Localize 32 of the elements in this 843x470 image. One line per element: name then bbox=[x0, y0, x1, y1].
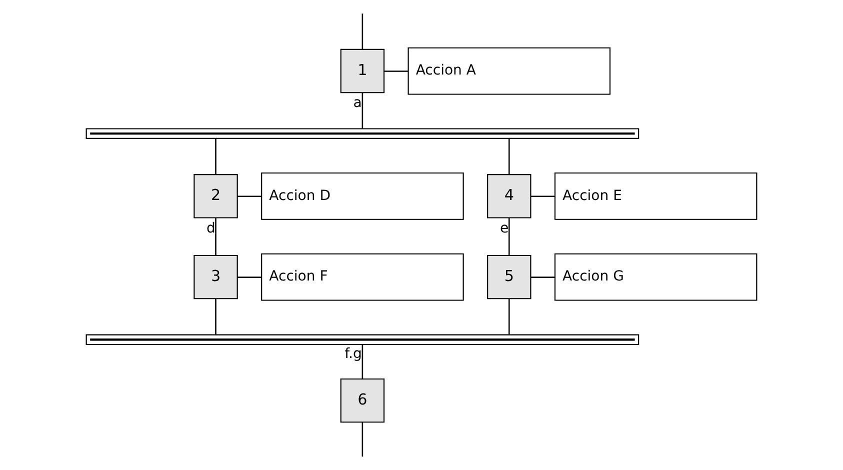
node-box: 1 bbox=[340, 48, 385, 94]
node-box: Accion A bbox=[408, 47, 611, 95]
node-bar bbox=[86, 128, 640, 139]
node-box: 3 bbox=[194, 254, 238, 300]
connector bbox=[508, 298, 510, 334]
edge-label: e bbox=[500, 220, 509, 237]
edge-label: a bbox=[353, 94, 362, 111]
node-bar bbox=[86, 334, 640, 346]
connector bbox=[362, 92, 364, 128]
connector bbox=[237, 276, 262, 278]
node-box: Accion G bbox=[554, 253, 758, 301]
connector bbox=[384, 70, 408, 72]
edge-label: d bbox=[206, 220, 216, 237]
connector bbox=[237, 196, 262, 198]
connector bbox=[362, 344, 364, 379]
connector bbox=[508, 218, 510, 256]
connector bbox=[530, 276, 555, 278]
connector bbox=[530, 196, 555, 198]
node-box: 4 bbox=[487, 174, 532, 218]
node-box: 2 bbox=[194, 174, 238, 218]
node-box: Accion E bbox=[554, 172, 758, 220]
node-box: 6 bbox=[340, 378, 385, 423]
edge-label: f.g bbox=[344, 346, 362, 362]
node-box: Accion D bbox=[261, 172, 464, 220]
connector bbox=[362, 14, 364, 50]
connector bbox=[215, 298, 216, 334]
connector bbox=[215, 138, 216, 174]
connector bbox=[508, 138, 510, 174]
connector bbox=[362, 422, 364, 457]
connector bbox=[215, 218, 216, 256]
node-box: 5 bbox=[487, 254, 532, 300]
node-box: Accion F bbox=[261, 253, 464, 301]
